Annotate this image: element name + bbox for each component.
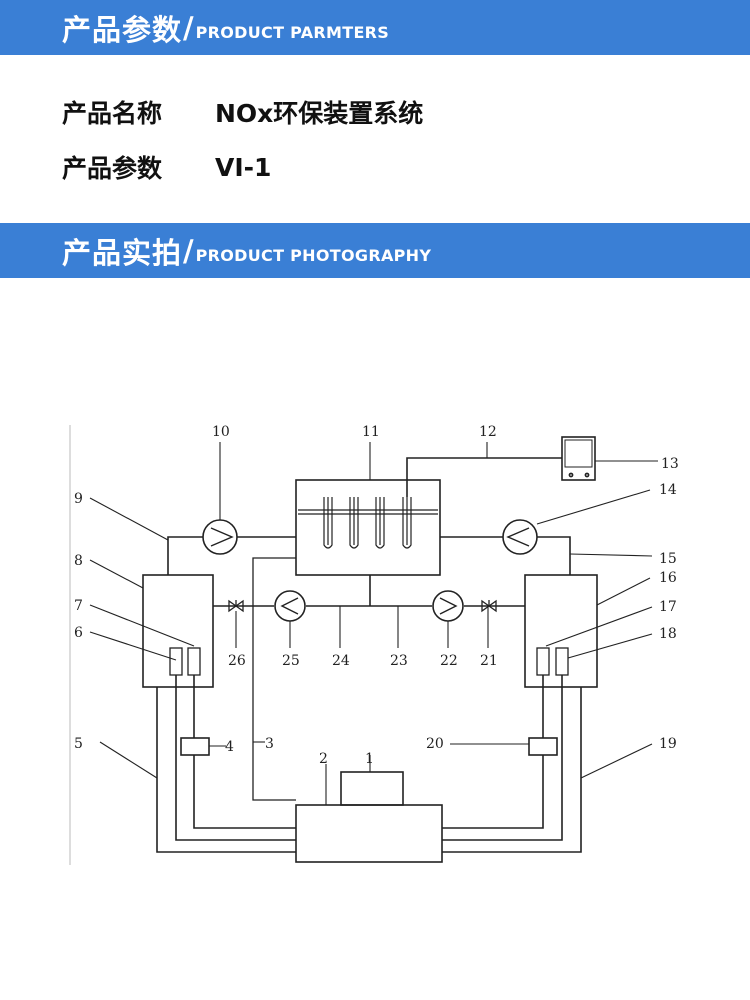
- label-17: 17: [659, 599, 677, 615]
- valve-21: [481, 599, 497, 613]
- label-12: 12: [479, 424, 497, 440]
- label-18: 18: [659, 626, 677, 642]
- system-diagram: 10 11 12 13 14 15 16 17 18 19 20 21 22 2…: [69, 424, 679, 865]
- label-1: 1: [365, 751, 374, 767]
- upper-module: [340, 771, 404, 806]
- label-11: 11: [362, 424, 380, 440]
- label-23: 23: [390, 653, 408, 669]
- section-header-photography: 产品实拍 / PRODUCT PHOTOGRAPHY: [0, 223, 750, 278]
- section-title-zh: 产品参数: [62, 12, 183, 47]
- product-param-value: VI-1: [215, 152, 272, 182]
- product-name-label: 产品名称: [62, 99, 163, 128]
- label-7: 7: [74, 598, 83, 614]
- section-title-slash: /: [183, 233, 194, 268]
- label-26: 26: [228, 653, 246, 669]
- pump-25: [274, 590, 306, 622]
- label-22: 22: [440, 653, 458, 669]
- label-21: 21: [480, 653, 498, 669]
- label-13: 13: [661, 456, 679, 472]
- valve-26: [228, 599, 244, 613]
- label-8: 8: [74, 553, 83, 569]
- product-name-row: 产品名称 NOx环保装置系统: [62, 92, 423, 132]
- label-25: 25: [282, 653, 300, 669]
- pump-22: [432, 590, 464, 622]
- label-4: 4: [225, 739, 234, 755]
- label-2: 2: [319, 751, 328, 767]
- module-20: [528, 737, 558, 756]
- reaction-tank: [295, 479, 441, 576]
- label-6: 6: [74, 625, 83, 641]
- label-24: 24: [332, 653, 350, 669]
- label-19: 19: [659, 736, 677, 752]
- section-title-en: PRODUCT PARMTERS: [195, 23, 390, 42]
- main-unit: [295, 804, 443, 863]
- product-name-value: NOx环保装置系统: [215, 99, 424, 128]
- section-header-parameters: 产品参数 / PRODUCT PARMTERS: [0, 0, 750, 55]
- section-title-slash: /: [183, 10, 194, 45]
- test-tubes: [323, 497, 412, 549]
- label-16: 16: [659, 570, 677, 586]
- pump-14: [502, 519, 538, 555]
- diagram-labels: 10 11 12 13 14 15 16 17 18 19 20 21 22 2…: [74, 424, 679, 767]
- module-4: [180, 737, 210, 756]
- control-device: [561, 436, 596, 481]
- label-5: 5: [74, 736, 83, 752]
- right-chamber: [524, 574, 598, 688]
- label-3: 3: [265, 736, 274, 752]
- label-14: 14: [659, 482, 677, 498]
- label-10: 10: [212, 424, 230, 440]
- section-title-zh: 产品实拍: [62, 235, 183, 270]
- left-chamber: [142, 574, 214, 688]
- section-title-en: PRODUCT PHOTOGRAPHY: [195, 246, 432, 265]
- label-15: 15: [659, 551, 677, 567]
- product-param-label: 产品参数: [62, 154, 163, 183]
- label-9: 9: [74, 491, 83, 507]
- product-param-row: 产品参数 VI-1: [62, 147, 271, 187]
- leader-lines: [89, 442, 658, 805]
- label-20: 20: [426, 736, 444, 752]
